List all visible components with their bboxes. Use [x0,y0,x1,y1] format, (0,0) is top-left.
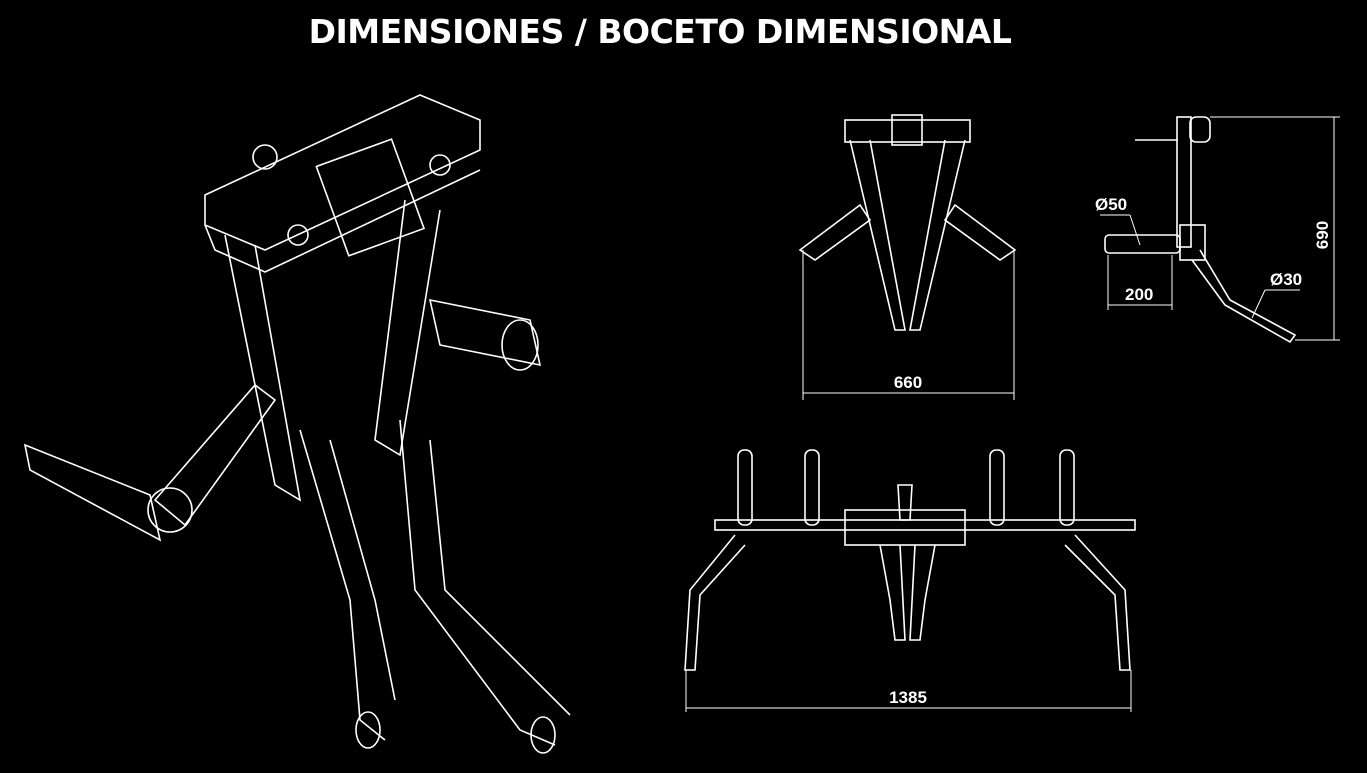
side-height-label: 690 [1313,221,1332,249]
handle-diameter-label: Ø50 [1095,195,1127,214]
side-view: 690 Ø50 200 Ø30 [1095,116,1340,344]
front-width-label: 660 [894,373,922,392]
lever-diameter-label: Ø30 [1270,270,1302,289]
top-width-label: 1385 [889,688,927,707]
isometric-view [23,94,571,754]
top-view: 1385 [684,449,1136,712]
handle-length-label: 200 [1125,285,1153,304]
page-title: DIMENSIONES / BOCETO DIMENSIONAL [308,12,1012,51]
front-view: 660 [798,114,1017,400]
